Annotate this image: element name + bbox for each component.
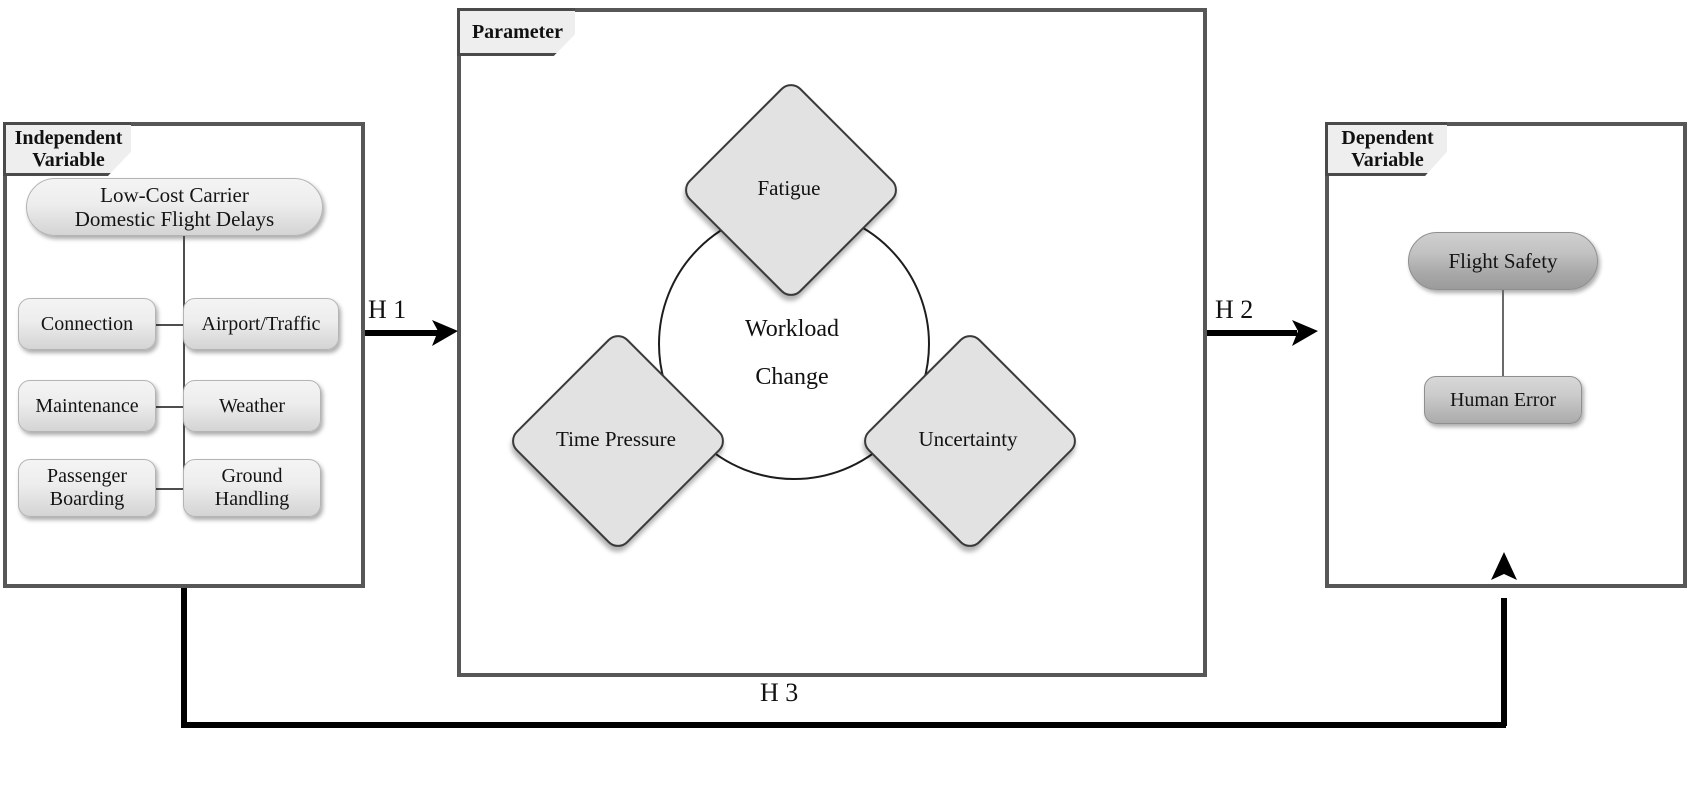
diamond-fatigue-label-wrap: Fatigue [712, 111, 866, 265]
h1-label-text: H 1 [368, 295, 407, 324]
node-airport-traffic-label: Airport/Traffic [201, 312, 321, 335]
parameter-tab: Parameter [457, 8, 575, 56]
node-maintenance: Maintenance [18, 380, 156, 432]
ground-handling-line1: Ground [221, 465, 283, 487]
node-passenger-boarding: Passenger Boarding [18, 459, 156, 517]
h2-label-text: H 2 [1215, 295, 1254, 324]
h3-arrow-up-segment [1501, 598, 1507, 726]
h2-label: H 2 [1215, 295, 1253, 325]
passenger-boarding-line2: Boarding [49, 488, 125, 510]
independent-spine-line [183, 236, 185, 489]
node-flight-safety: Flight Safety [1408, 232, 1598, 290]
h3-arrow-bottom-segment [181, 722, 1506, 728]
diamond-uncertainty-label: Uncertainty [918, 426, 1018, 451]
diamond-time-pressure-label: Time Pressure [556, 426, 676, 451]
diamond-fatigue: Fatigue [679, 78, 903, 302]
h3-arrow-head [1491, 552, 1517, 580]
passenger-boarding-line1: Passenger [47, 465, 127, 487]
node-flight-safety-label: Flight Safety [1448, 248, 1558, 273]
node-passenger-boarding-label: Passenger Boarding [47, 465, 127, 511]
diamond-fatigue-label: Fatigue [757, 175, 821, 200]
workload-change-label: Workload Change [658, 305, 926, 401]
diamond-time-pressure-label-wrap: Time Pressure [539, 362, 693, 516]
node-low-cost-carrier-delays-label: Low-Cost Carrier Domestic Flight Delays [75, 183, 274, 231]
node-weather-label: Weather [218, 394, 286, 417]
diamond-uncertainty: Uncertainty [858, 329, 1082, 553]
node-connection: Connection [18, 298, 156, 350]
h1-arrow-head [432, 320, 458, 346]
head-node-line2: Domestic Flight Delays [74, 207, 275, 231]
workload-line1: Workload [744, 316, 840, 342]
ground-handling-line2: Handling [214, 488, 290, 510]
dependent-tab-line1: Dependent [1341, 126, 1434, 149]
dependent-tab-line2: Variable [1351, 149, 1424, 171]
h2-arrow-shaft [1207, 330, 1297, 336]
h1-label: H 1 [368, 295, 406, 325]
node-ground-handling: Ground Handling [183, 459, 321, 517]
node-ground-handling-label: Ground Handling [215, 465, 289, 511]
dependent-variable-tab-text: Dependent Variable [1335, 127, 1439, 172]
node-connection-label: Connection [40, 312, 134, 335]
node-weather: Weather [183, 380, 321, 432]
independent-variable-tab: Independent Variable [3, 122, 131, 176]
node-human-error-label: Human Error [1449, 388, 1557, 411]
h3-label-text: H 3 [760, 678, 799, 707]
node-low-cost-carrier-delays: Low-Cost Carrier Domestic Flight Delays [26, 178, 323, 236]
node-human-error: Human Error [1424, 376, 1582, 424]
node-maintenance-label: Maintenance [35, 394, 139, 417]
independent-variable-tab-text: Independent Variable [9, 127, 129, 172]
diamond-uncertainty-label-wrap: Uncertainty [891, 362, 1045, 516]
dependent-variable-tab: Dependent Variable [1325, 122, 1447, 176]
head-node-line1: Low-Cost Carrier [100, 182, 249, 207]
workload-line2: Change [755, 364, 829, 390]
independent-tab-line2: Variable [32, 149, 105, 171]
h3-arrow-down-segment [181, 588, 187, 728]
h2-arrow-head [1292, 320, 1318, 346]
dependent-connector-line [1502, 290, 1504, 378]
independent-tab-line1: Independent [14, 126, 123, 149]
node-airport-traffic: Airport/Traffic [183, 298, 339, 350]
h1-arrow-shaft [365, 330, 440, 336]
dependent-variable-panel [1325, 122, 1687, 588]
h3-label: H 3 [760, 678, 798, 708]
parameter-tab-text: Parameter [471, 20, 564, 43]
diamond-time-pressure: Time Pressure [506, 329, 730, 553]
